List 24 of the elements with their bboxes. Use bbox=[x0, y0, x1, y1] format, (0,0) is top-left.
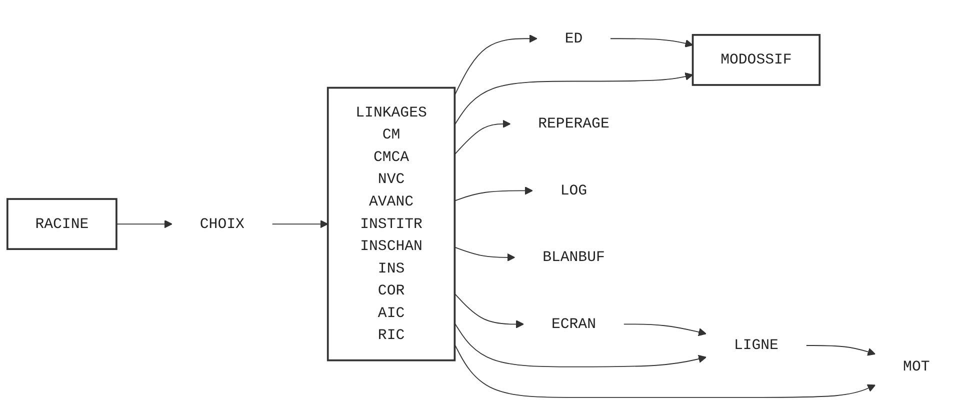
arrow bbox=[806, 345, 876, 356]
node-text: ED bbox=[564, 30, 583, 47]
arrow bbox=[454, 344, 876, 398]
node-box: RACINE bbox=[6, 198, 118, 250]
node-text: CHOIX bbox=[200, 216, 244, 232]
node-box: MODOSSIF bbox=[692, 34, 821, 86]
arrow bbox=[610, 38, 694, 48]
node-text: ECRAN bbox=[551, 316, 596, 333]
arrow bbox=[454, 186, 533, 202]
arrow bbox=[454, 72, 694, 126]
arrow bbox=[272, 220, 328, 228]
node-text: MOT bbox=[903, 358, 930, 376]
node-text: REPERAGE bbox=[538, 116, 610, 132]
node-text: BLANBUF bbox=[542, 249, 605, 266]
arrow bbox=[454, 293, 524, 328]
node-text: LOG bbox=[560, 182, 588, 200]
arrow bbox=[454, 120, 511, 155]
node-box: LINKAGES CM CMCA NVC AVANC INSTITR INSCHAN INS COR AIC RIC bbox=[326, 86, 456, 362]
arrow bbox=[454, 246, 516, 262]
arrow bbox=[454, 322, 706, 368]
arrow bbox=[623, 324, 706, 336]
arrow bbox=[116, 220, 172, 228]
node-text: LIGNE bbox=[734, 337, 778, 354]
arrow bbox=[454, 34, 538, 96]
